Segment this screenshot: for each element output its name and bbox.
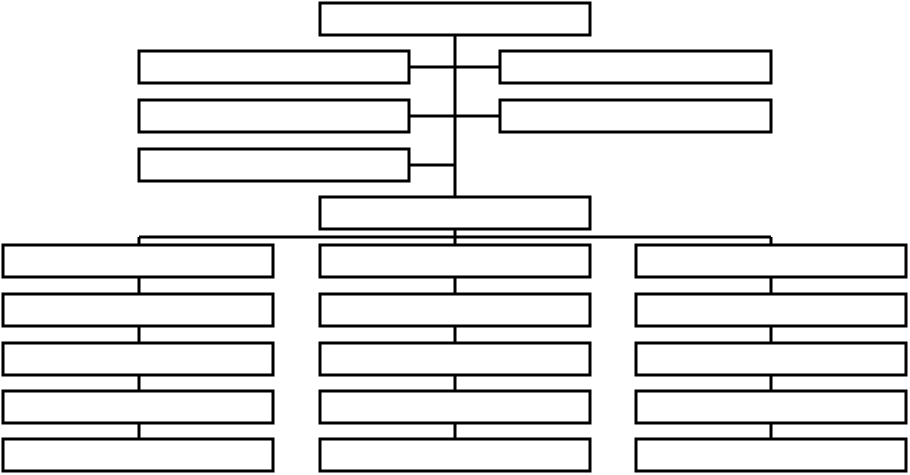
division-1-unit-box-2-frame [1,292,275,328]
staff-left-box-3-frame [137,147,411,183]
staff-left-box-2-frame [137,98,411,134]
division-3-unit-box-4-frame [634,389,908,425]
middle-box-frame [318,195,592,231]
division-2-unit-box-3-frame [318,341,592,377]
staff-left-box-2 [137,98,411,134]
division-1-unit-box-4 [1,389,275,425]
division-2-unit-box-2 [318,292,592,328]
division-3-unit-box-3 [634,341,908,377]
staff-right-box-2 [498,98,773,134]
staff-right-box-1 [498,49,773,85]
division-2-unit-box-1-frame [318,243,592,279]
division-2-unit-box-2-frame [318,292,592,328]
division-3-unit-box-2-frame [634,292,908,328]
division-1-unit-box-3 [1,341,275,377]
division-3-unit-box-1 [634,243,908,279]
division-2-unit-box-3 [318,341,592,377]
staff-left-box-3 [137,147,411,183]
connector-lines [137,35,773,439]
middle-box [318,195,592,231]
division-1-unit-box-5-frame [1,437,275,473]
division-3-unit-box-3-frame [634,341,908,377]
division-1-unit-box-2 [1,292,275,328]
division-2-unit-box-5 [318,437,592,473]
division-3-unit-box-5-frame [634,437,908,473]
staff-right-box-2-frame [498,98,773,134]
division-2-unit-box-4-frame [318,389,592,425]
top-box-frame [318,1,592,37]
staff-right-box-1-frame [498,49,773,85]
staff-left-box-1-frame [137,49,411,85]
division-1-unit-box-1-frame [1,243,275,279]
division-2-unit-box-1 [318,243,592,279]
division-1-unit-box-3-frame [1,341,275,377]
division-3-unit-box-1-frame [634,243,908,279]
division-3-unit-box-2 [634,292,908,328]
division-3-unit-box-4 [634,389,908,425]
division-1-unit-box-4-frame [1,389,275,425]
division-1-unit-box-5 [1,437,275,473]
division-3-unit-box-5 [634,437,908,473]
staff-left-box-1 [137,49,411,85]
division-2-unit-box-5-frame [318,437,592,473]
top-box [318,1,592,37]
division-1-unit-box-1 [1,243,275,279]
division-2-unit-box-4 [318,389,592,425]
